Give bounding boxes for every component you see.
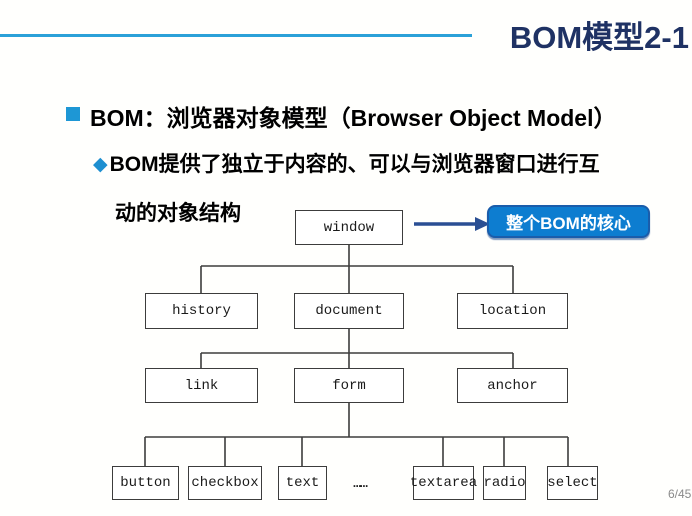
node-history: history: [145, 293, 258, 329]
page-number: 6/45: [668, 487, 692, 501]
node-text: text: [278, 466, 327, 500]
sub-bullet-text-line1: BOM提供了独立于内容的、可以与浏览器窗口进行互: [109, 153, 600, 176]
node-form: form: [294, 368, 404, 403]
node-anchor: anchor: [457, 368, 568, 403]
node-checkbox: checkbox: [188, 466, 262, 500]
bullet-item: BOM：浏览器对象模型（Browser Object Model）: [66, 99, 616, 133]
node-document: document: [294, 293, 404, 329]
sub-bullet-item: ◆ BOM提供了独立于内容的、可以与浏览器窗口进行互: [93, 150, 600, 180]
node-textarea: textarea: [410, 466, 477, 500]
callout-arrow-icon: [414, 217, 490, 231]
ellipsis-more-nodes: ……: [353, 475, 368, 491]
callout-bom-core: 整个BOM的核心: [487, 205, 650, 238]
node-window: window: [295, 210, 403, 245]
sub-bullet-text-line2: 动的对象结构: [115, 202, 241, 225]
node-link: link: [145, 368, 258, 403]
bullet-text: BOM：浏览器对象模型（Browser Object Model）: [90, 105, 617, 131]
diamond-bullet-icon: ◆: [93, 154, 108, 175]
square-bullet-icon: [66, 107, 80, 121]
page-title: BOM模型2-1: [509, 20, 689, 55]
header-accent-line: [0, 34, 472, 37]
node-location: location: [457, 293, 568, 329]
node-button: button: [112, 466, 179, 500]
node-select: select: [547, 466, 598, 500]
node-radio: radio: [483, 466, 526, 500]
